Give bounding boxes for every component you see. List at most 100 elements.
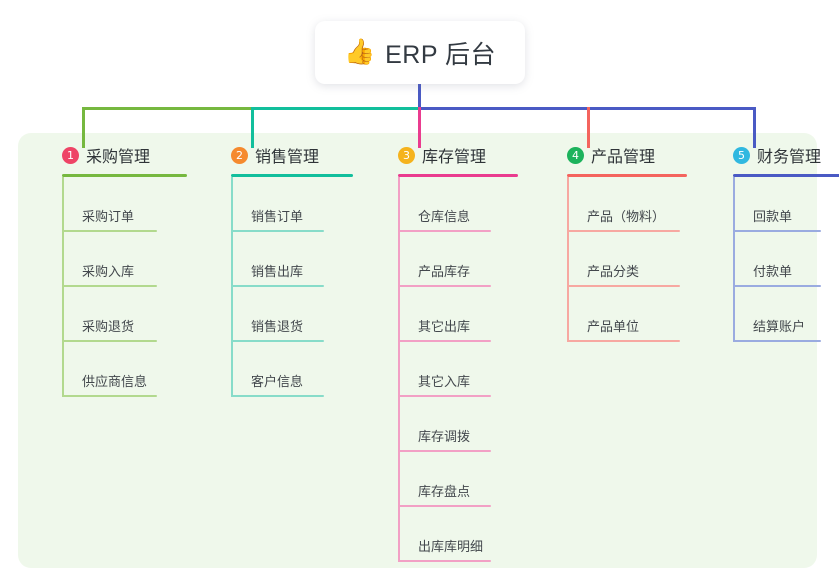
drop-connector-4 [587, 107, 590, 148]
column-header-5[interactable]: 5 财务管理 [711, 133, 839, 177]
leaf-item[interactable]: 产品（物料） [567, 177, 700, 232]
leaf-item-rule [231, 230, 324, 232]
column-title: 财务管理 [757, 149, 822, 166]
column-采购管理: 1 采购管理采购订单采购入库采购退货供应商信息 [40, 133, 200, 397]
leaf-item[interactable]: 库存调拨 [398, 397, 511, 452]
leaf-item[interactable]: 客户信息 [231, 342, 344, 397]
column-header-rule [231, 174, 353, 177]
leaf-item-label: 产品分类 [587, 264, 640, 279]
root-node-label: ERP 后台 [385, 40, 497, 69]
leaf-item-label: 产品（物料） [587, 209, 666, 224]
drop-connector-2 [251, 107, 254, 148]
leaf-item-label: 回款单 [753, 209, 793, 224]
leaf-item[interactable]: 采购退货 [62, 287, 177, 342]
column-财务管理: 5 财务管理回款单付款单结算账户 [711, 133, 839, 342]
column-rail [398, 177, 400, 562]
leaf-item-label: 销售订单 [251, 209, 304, 224]
diagram-panel [18, 133, 817, 568]
leaf-item-label: 其它入库 [418, 374, 471, 389]
leaf-item[interactable]: 销售订单 [231, 177, 344, 232]
leaf-item[interactable]: 供应商信息 [62, 342, 177, 397]
leaf-item-rule [398, 285, 491, 287]
leaf-item[interactable]: 产品库存 [398, 232, 511, 287]
leaf-item-rule [398, 560, 491, 562]
drop-connector-5 [753, 107, 756, 148]
leaf-item-label: 库存盘点 [418, 484, 471, 499]
leaf-item-rule [231, 285, 324, 287]
column-badge-2: 2 [231, 146, 248, 164]
leaf-item-rule [567, 340, 680, 342]
leaf-item[interactable]: 采购入库 [62, 232, 177, 287]
leaf-item-rule [62, 230, 157, 232]
leaf-item-label: 采购入库 [82, 264, 135, 279]
leaf-item[interactable]: 仓库信息 [398, 177, 511, 232]
leaf-item-rule [231, 395, 324, 397]
trunk-connector [418, 84, 421, 109]
leaf-item[interactable]: 采购订单 [62, 177, 177, 232]
column-badge-4: 4 [567, 146, 584, 164]
leaf-item-label: 付款单 [753, 264, 793, 279]
leaf-item[interactable]: 产品分类 [567, 232, 700, 287]
leaf-item-label: 销售出库 [251, 264, 304, 279]
leaf-item[interactable]: 销售出库 [231, 232, 344, 287]
leaf-item-label: 结算账户 [753, 319, 806, 334]
leaf-item-label: 其它出库 [418, 319, 471, 334]
leaf-item-label: 仓库信息 [418, 209, 471, 224]
column-title: 采购管理 [86, 149, 151, 166]
leaf-item-label: 采购订单 [82, 209, 135, 224]
leaf-item[interactable]: 结算账户 [733, 287, 839, 342]
column-title: 库存管理 [422, 149, 487, 166]
leaf-item[interactable]: 付款单 [733, 232, 839, 287]
column-badge-1: 1 [62, 146, 79, 164]
leaf-item-rule [733, 340, 821, 342]
column-header-rule [398, 174, 518, 177]
column-title: 产品管理 [591, 149, 656, 166]
leaf-item[interactable]: 出库库明细 [398, 507, 511, 562]
leaf-item-rule [733, 230, 821, 232]
leaf-item-rule [398, 340, 491, 342]
leaf-item-rule [62, 285, 157, 287]
column-header-rule [567, 174, 687, 177]
leaf-item-rule [398, 395, 491, 397]
leaf-item[interactable]: 其它出库 [398, 287, 511, 342]
leaf-item[interactable]: 其它入库 [398, 342, 511, 397]
drop-connector-1 [82, 107, 85, 148]
leaf-item-label: 出库库明细 [418, 539, 484, 554]
leaf-item-rule [62, 395, 157, 397]
leaf-item-rule [567, 230, 680, 232]
leaf-item[interactable]: 产品单位 [567, 287, 700, 342]
root-node-card[interactable]: 👍 ERP 后台 [315, 21, 525, 84]
leaf-item-rule [231, 340, 324, 342]
leaf-item-label: 客户信息 [251, 374, 304, 389]
column-header-rule [733, 174, 839, 177]
leaf-item-label: 供应商信息 [82, 374, 148, 389]
column-badge-5: 5 [733, 146, 750, 164]
leaf-item[interactable]: 回款单 [733, 177, 839, 232]
leaf-item-label: 产品单位 [587, 319, 640, 334]
column-header-1[interactable]: 1 采购管理 [40, 133, 200, 177]
leaf-item-label: 销售退货 [251, 319, 304, 334]
column-header-4[interactable]: 4 产品管理 [545, 133, 715, 177]
column-header-3[interactable]: 3 库存管理 [376, 133, 541, 177]
column-库存管理: 3 库存管理仓库信息产品库存其它出库其它入库库存调拨库存盘点出库库明细 [376, 133, 541, 562]
column-rail [231, 177, 233, 397]
column-产品管理: 4 产品管理产品（物料） 产品分类产品单位 [545, 133, 715, 342]
leaf-item-rule [733, 285, 821, 287]
column-rail [567, 177, 569, 342]
column-rail [733, 177, 735, 342]
thumbs-up-icon: 👍 [343, 38, 376, 66]
leaf-item-label: 产品库存 [418, 264, 471, 279]
leaf-item-rule [567, 285, 680, 287]
leaf-item-rule [398, 230, 491, 232]
column-badge-3: 3 [398, 146, 415, 164]
leaf-item-label: 库存调拨 [418, 429, 471, 444]
leaf-item[interactable]: 库存盘点 [398, 452, 511, 507]
leaf-item-rule [398, 450, 491, 452]
drop-connector-3 [418, 107, 421, 148]
column-rail [62, 177, 64, 397]
column-header-rule [62, 174, 187, 177]
leaf-item[interactable]: 销售退货 [231, 287, 344, 342]
